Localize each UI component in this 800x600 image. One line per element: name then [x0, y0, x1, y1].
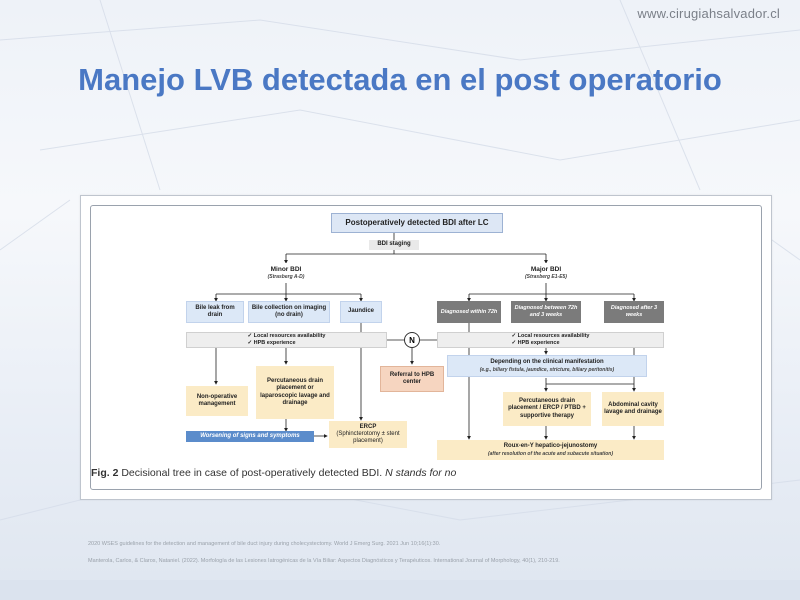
roux-sub: (after resolution of the acute and subac… — [487, 450, 613, 457]
resources-right-line1: ✓ Local resources availability — [511, 333, 590, 340]
node-bile-collection: Bile collection on imaging (no drain) — [248, 301, 330, 323]
minor-bdi-label: Minor BDI — [270, 266, 302, 274]
node-ercp: ERCP(Sphincterotomy ± stent placement) — [329, 421, 407, 448]
node-referral-hpb: Referral to HPB center — [380, 366, 444, 392]
node-non-operative: Non-operative management — [186, 386, 248, 416]
slide-title: Manejo LVB detectada en el post operator… — [78, 62, 722, 97]
resources-left-line2: ✓ HPB experience — [247, 340, 296, 346]
node-major-bdi: Major BDI(Strasberg E1-E5) — [506, 263, 586, 283]
roux-label: Roux-en-Y hepatico-jejunostomy — [503, 443, 598, 450]
node-postoperative-bdi: Postoperatively detected BDI after LC — [331, 213, 503, 233]
resources-left-line1: ✓ Local resources availability — [247, 333, 326, 340]
ercp-label: ERCP — [359, 423, 377, 430]
node-worsening: Worsening of signs and symptoms — [186, 431, 314, 442]
figure-caption: Fig. 2 Decisional tree in case of post-o… — [91, 467, 456, 479]
check-icon: ✓ — [247, 333, 253, 340]
check-icon: ✓ — [247, 340, 253, 346]
node-roux-en-y: Roux-en-Y hepatico-jejunostomy(after res… — [437, 440, 664, 460]
ercp-sub: (Sphincterotomy ± stent placement) — [336, 430, 400, 445]
major-bdi-label: Major BDI — [530, 266, 562, 274]
check-icon: ✓ — [511, 333, 517, 340]
major-bdi-sub: (Strasberg E1-E5) — [525, 273, 567, 280]
node-bile-leak: Bile leak from drain — [186, 301, 244, 323]
check-icon: ✓ — [511, 340, 517, 346]
reference-2: Manterola, Carlos, & Claros, Nataniel. (… — [88, 558, 560, 564]
resources-right-line2: ✓ HPB experience — [511, 340, 560, 346]
node-diagnosed-after-3w: Diagnosed after 3 weeks — [604, 301, 664, 323]
node-diagnosed-72h-3w: Diagnosed between 72h and 3 weeks — [511, 301, 581, 323]
node-percutaneous-right: Percutaneous drain placement / ERCP / PT… — [503, 392, 591, 426]
node-diagnosed-72h: Diagnosed within 72h — [437, 301, 501, 323]
node-bdi-staging: BDI staging — [369, 240, 419, 250]
node-resources-left: ✓ Local resources availability ✓ HPB exp… — [186, 332, 387, 348]
depending-sub: (e.g., biliary fistula, jaundice, strict… — [479, 366, 615, 373]
node-abdominal-lavage: Abdominal cavity lavage and drainage — [602, 392, 664, 426]
minor-bdi-sub: (Strasberg A-D) — [267, 273, 305, 280]
figure-panel: Postoperatively detected BDI after LC BD… — [80, 195, 772, 500]
node-minor-bdi: Minor BDI(Strasberg A-D) — [246, 263, 326, 283]
caption-label: Fig. 2 — [91, 467, 119, 479]
website-url: www.cirugiahsalvador.cl — [637, 6, 780, 21]
reference-1: 2020 WSES guidelines for the detection a… — [88, 541, 441, 547]
depending-label: Depending on the clinical manifestation — [490, 359, 604, 366]
node-percutaneous-left: Percutaneous drain placement or laparosc… — [256, 366, 334, 419]
node-depending: Depending on the clinical manifestation(… — [447, 355, 647, 377]
n-node: N — [404, 332, 420, 348]
node-jaundice: Jaundice — [340, 301, 382, 323]
node-resources-right: ✓ Local resources availability ✓ HPB exp… — [437, 332, 664, 348]
caption-italic: N stands for no — [385, 467, 457, 479]
flowchart: Postoperatively detected BDI after LC BD… — [90, 205, 762, 490]
caption-text: Decisional tree in case of post-operativ… — [118, 467, 386, 479]
